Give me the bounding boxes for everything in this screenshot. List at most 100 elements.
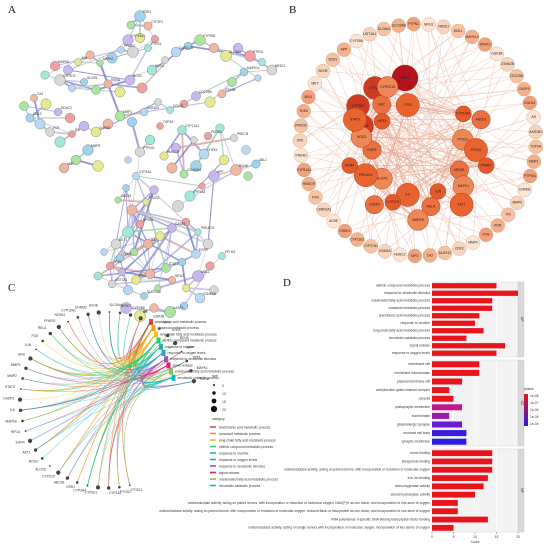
network-node <box>500 57 515 72</box>
chord-gene-label: SRC <box>18 353 26 357</box>
network-node-label: CYP11B1 <box>350 237 364 241</box>
chord-gene-dot <box>96 310 101 315</box>
chord-ribbon <box>42 346 161 459</box>
x-tick-label: 20 <box>516 535 520 539</box>
network-node <box>244 50 256 62</box>
network-node-label: HMGCR <box>303 182 316 186</box>
network-node-label: NOS3 <box>133 74 142 78</box>
network-node <box>452 241 467 256</box>
network-node <box>154 284 162 292</box>
network-edge <box>71 82 109 90</box>
network-edge <box>117 199 147 203</box>
chord-gene-label: MPO <box>163 321 171 325</box>
network-node-label: TOP2A <box>530 145 542 149</box>
network-node <box>181 217 191 227</box>
network-edge <box>131 209 187 223</box>
network-node-label: ALOX12 <box>439 251 452 255</box>
network-edge <box>443 26 482 120</box>
network-node <box>217 89 227 99</box>
chord-gene-label: NFKB1 <box>55 313 66 317</box>
chord-gene-dot <box>56 324 61 330</box>
network-node <box>166 162 178 174</box>
network-node-label: CHEK1 <box>339 229 350 233</box>
network-node <box>315 63 331 79</box>
network-edge <box>125 307 171 313</box>
category-legend-label: xenobiotic catabolic process <box>219 484 261 488</box>
network-node <box>34 118 46 130</box>
bar <box>432 305 493 311</box>
network-node <box>215 123 225 133</box>
network-hub-node <box>377 76 399 98</box>
network-node <box>123 285 133 295</box>
network-node-label: JUN <box>435 189 442 193</box>
network-node-label: MPO <box>411 254 419 258</box>
network-node-label: NOS3 <box>357 135 366 139</box>
network-edge <box>404 44 486 79</box>
network-hub-node <box>429 183 447 200</box>
network-node-label: CYP2B6 <box>203 34 215 38</box>
chord-gene-label: JUN <box>25 343 32 347</box>
bar <box>432 320 475 326</box>
chord-gene-label: PTGS1 <box>131 488 142 492</box>
chord-gene-label: GSK3B <box>153 315 165 319</box>
network-node-label: STAT3 <box>169 262 179 266</box>
network-node <box>362 26 377 42</box>
facet-strip-label: CC <box>520 401 524 406</box>
network-hub-node <box>464 138 488 162</box>
network-node-label: EGFR <box>199 248 209 252</box>
network-node <box>192 270 204 282</box>
network-node-label: MAPK14 <box>466 35 479 39</box>
network-node <box>198 148 210 160</box>
chord-gene-dot <box>41 339 44 343</box>
network-node-label: JUN <box>81 56 88 60</box>
network-node <box>209 285 219 295</box>
bar <box>432 421 463 428</box>
network-node-label: PTGS1 <box>151 42 162 46</box>
network-node-label: ABL1 <box>259 158 267 162</box>
network-edge <box>109 223 141 267</box>
chord-category-label: signal release <box>173 363 194 367</box>
bar <box>432 475 488 481</box>
chord-ribbon <box>123 314 158 366</box>
facet-strip-label: BP <box>520 317 524 322</box>
chord-gene-dot <box>18 408 23 413</box>
network-node-label: NFKB1 <box>143 218 154 222</box>
network-node <box>301 176 317 192</box>
network-edge <box>149 231 199 275</box>
network-edge <box>195 71 245 97</box>
bar <box>432 466 493 473</box>
network-node-label: ABCB1 <box>476 118 487 122</box>
network-node <box>179 169 189 179</box>
network-node-label: NR3C1 <box>275 64 286 68</box>
bar-category-label: response to oxygen levels <box>392 351 430 355</box>
network-node <box>68 130 76 138</box>
network-edge <box>115 243 151 275</box>
chord-gene-label: CYP2C9 <box>42 475 55 479</box>
bar-category-label: synaptic membrane <box>401 440 430 444</box>
chord-gene-dot <box>21 419 24 423</box>
network-node-label: CYP19A1 <box>456 112 471 116</box>
network-node-label: FOS <box>53 126 60 130</box>
chord-category-segment <box>171 374 176 381</box>
network-edge <box>115 201 147 245</box>
chord-gene-label: PTGS2 <box>120 490 131 494</box>
network-node <box>40 70 50 80</box>
network-node <box>82 144 94 156</box>
bar-category-label: postsynaptic membrane <box>395 405 430 409</box>
bar-category-label: oxidoreductase activity, acting on paire… <box>284 468 430 472</box>
network-node-label: ALOX5 <box>87 76 98 80</box>
network-edge <box>430 175 531 207</box>
network-node-label: ESR1 <box>401 76 410 80</box>
network-node-label: PTPN11 <box>143 146 155 150</box>
bar-category-label: arachidonic acid metabolic process <box>379 314 431 318</box>
chord-ribbon <box>20 352 163 411</box>
network-node <box>422 248 438 263</box>
network-node-label: HDAC2 <box>394 252 405 256</box>
chord-gene-dot <box>106 486 111 490</box>
bar <box>432 458 493 465</box>
network-edge <box>175 136 235 150</box>
network-edge <box>374 113 464 205</box>
network-node <box>526 110 541 125</box>
network-node <box>40 98 52 110</box>
chord-category-label: long-chain fatty acid metabolic process <box>160 332 217 336</box>
